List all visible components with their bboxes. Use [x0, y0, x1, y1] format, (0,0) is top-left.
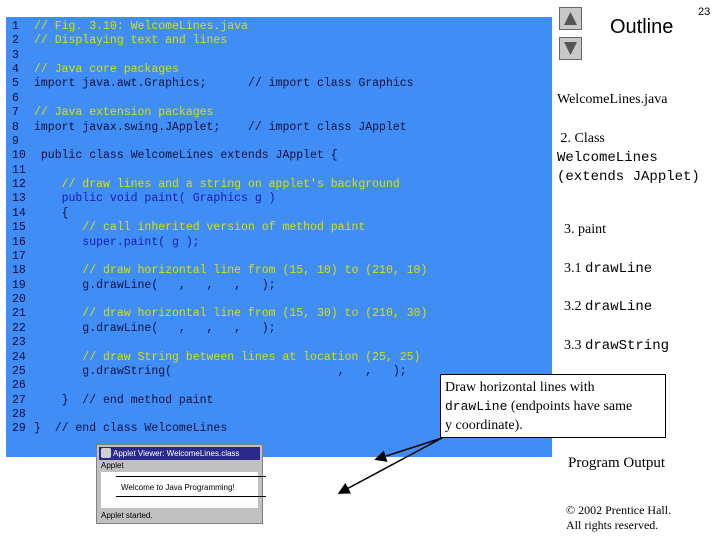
code-line: // call inherited version of method pain…: [34, 221, 366, 235]
line-number: 20: [12, 293, 26, 307]
applet-window-icon: [101, 448, 111, 458]
line-number: 11: [12, 163, 26, 177]
line-number: 23: [12, 336, 26, 350]
copyright: © 2002 Prentice Hall. All rights reserve…: [566, 503, 671, 533]
line-number: 13: [12, 192, 26, 206]
up-arrow-icon: [564, 12, 577, 25]
outline-item-3: 3. paint: [557, 206, 606, 238]
code-line: // draw horizontal line from (15, 30) to…: [34, 307, 428, 321]
outline-item-3-1-code: drawLine: [585, 261, 653, 277]
line-number: 18: [12, 264, 26, 278]
code-line: // draw horizontal line from (15, 10) to…: [34, 264, 428, 278]
code-line: g.drawString( , , );: [34, 364, 407, 378]
callout-code: drawLine: [445, 399, 508, 414]
callout-line-2: drawLine (endpoints have same: [445, 397, 661, 416]
copyright-line-1: © 2002 Prentice Hall.: [566, 503, 672, 517]
code-line: import javax.swing.JApplet; // import cl…: [34, 120, 407, 134]
outline-item-3-2-code: drawLine: [585, 299, 653, 315]
previous-slide-button[interactable]: [559, 7, 582, 30]
code-line: public void paint( Graphics g ): [34, 192, 276, 206]
applet-line-top: [116, 476, 266, 477]
line-number: 24: [12, 350, 26, 364]
line-number: 9: [12, 134, 19, 148]
applet-viewer-window: Applet Viewer: WelcomeLines.class Applet…: [96, 444, 266, 524]
line-number: 1: [12, 20, 19, 33]
line-number: 16: [12, 235, 26, 249]
line-number: 19: [12, 278, 26, 292]
line-number: 4: [12, 63, 19, 77]
outline-item-3-3-number: 3.3: [564, 338, 585, 353]
applet-title-text: Applet Viewer: WelcomeLines.class: [113, 449, 240, 458]
line-number: 2: [12, 34, 19, 48]
code-listing-panel: 1 // Fig. 3.10: WelcomeLines.java 2 // Disp…: [6, 17, 552, 457]
line-number: 28: [12, 407, 26, 421]
code-line: // draw String between lines at location…: [34, 350, 421, 364]
down-arrow-icon: [564, 42, 577, 55]
outline-item-3-3: 3.3 drawString: [557, 322, 669, 354]
line-number: 22: [12, 321, 26, 335]
line-number: 17: [12, 249, 26, 263]
code-line: } // end method paint: [34, 393, 214, 407]
line-number: 15: [12, 221, 26, 235]
applet-title-bar: Applet Viewer: WelcomeLines.class: [99, 447, 260, 460]
outline-item-2-line2: WelcomeLines: [557, 150, 658, 166]
code-line: // Java core packages: [34, 63, 179, 77]
program-output-label: Program Output: [568, 455, 666, 471]
line-number: 14: [12, 206, 26, 220]
outline-file-name: WelcomeLines.java: [557, 92, 668, 107]
outline-item-3-3-code: drawString: [585, 338, 670, 354]
callout-line-1: Draw horizontal lines with: [445, 380, 595, 395]
applet-canvas: Welcome to Java Programming!: [101, 472, 266, 508]
outline-item-2-line3: (extends JApplet): [557, 169, 700, 185]
callout-line-2-text: (endpoints have same: [507, 399, 633, 414]
line-number: 21: [12, 307, 26, 321]
applet-status: Applet started.: [101, 511, 153, 520]
callout-box: Draw horizontal lines with drawLine (end…: [440, 374, 666, 438]
outline-item-2-line1: 2. Class: [557, 131, 605, 146]
line-number: 27: [12, 393, 26, 407]
applet-welcome-text: Welcome to Java Programming!: [121, 483, 235, 492]
line-number: 29: [12, 422, 26, 436]
line-number: 10: [12, 149, 26, 163]
next-slide-button[interactable]: [559, 37, 582, 60]
copyright-line-2: All rights reserved.: [566, 518, 659, 532]
outline-item-3-1: 3.1 drawLine: [557, 245, 652, 277]
slide-number: 23: [698, 6, 711, 18]
callout-line-3: y coordinate).: [445, 418, 523, 433]
line-number: 12: [12, 178, 26, 192]
outline-item-3-2: 3.2 drawLine: [557, 283, 652, 315]
code-line: // draw lines and a string on applet's b…: [34, 178, 400, 192]
code-line: // Fig. 3.10: WelcomeLines.java: [34, 20, 248, 33]
code-line: import java.awt.Graphics; // import clas…: [34, 77, 414, 91]
applet-menu[interactable]: Applet: [101, 461, 124, 470]
line-number: 7: [12, 106, 19, 120]
line-number: 8: [12, 120, 19, 134]
code-line: super.paint( g );: [34, 235, 200, 249]
code-line: g.drawLine( , , , );: [34, 321, 276, 335]
code-line: // Java extension packages: [34, 106, 214, 120]
code-line: g.drawLine( , , , );: [34, 278, 276, 292]
code-line: {: [34, 206, 69, 220]
code-line: } // end class WelcomeLines: [34, 422, 228, 436]
outline-item-3-label: 3. paint: [564, 222, 606, 237]
outline-title: Outline: [610, 16, 674, 38]
code-line: // Displaying text and lines: [34, 34, 228, 48]
line-number: 3: [12, 48, 19, 62]
applet-line-bottom: [116, 496, 266, 497]
line-number: 25: [12, 364, 26, 378]
line-number: 5: [12, 77, 19, 91]
outline-item-3-2-number: 3.2: [564, 299, 585, 314]
outline-item-3-1-number: 3.1: [564, 261, 585, 276]
line-number: 26: [12, 379, 26, 393]
code-line: public class WelcomeLines extends JApple…: [34, 149, 338, 163]
line-number: 6: [12, 91, 19, 105]
